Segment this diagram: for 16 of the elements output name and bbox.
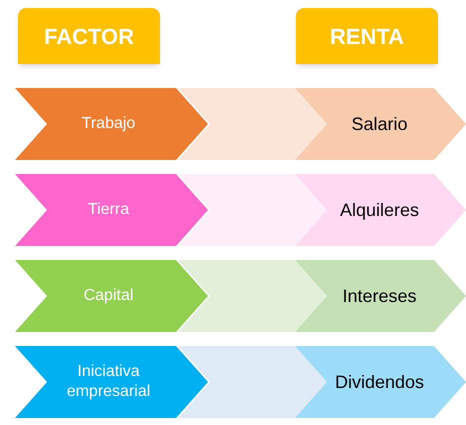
factor-label: Tierra [88,200,130,220]
factor-label: Trabajo [82,114,136,134]
chevron-arrow [178,260,327,332]
header-text: FACTOR [44,22,134,50]
factor-label: Capital [84,286,134,306]
income-label: Alquileres [340,198,420,222]
header-text: RENTA [330,22,404,50]
income-label: Dividendos [334,370,424,394]
income-label: Intereses [342,284,417,308]
income-label: Salario [351,112,408,136]
header-tab [18,8,160,64]
chevron-arrow [178,174,327,246]
chevron-arrow [178,88,327,160]
chevron-arrow [178,346,327,418]
header-tab [296,8,438,64]
factor-label: Iniciativa empresarial [66,362,152,402]
